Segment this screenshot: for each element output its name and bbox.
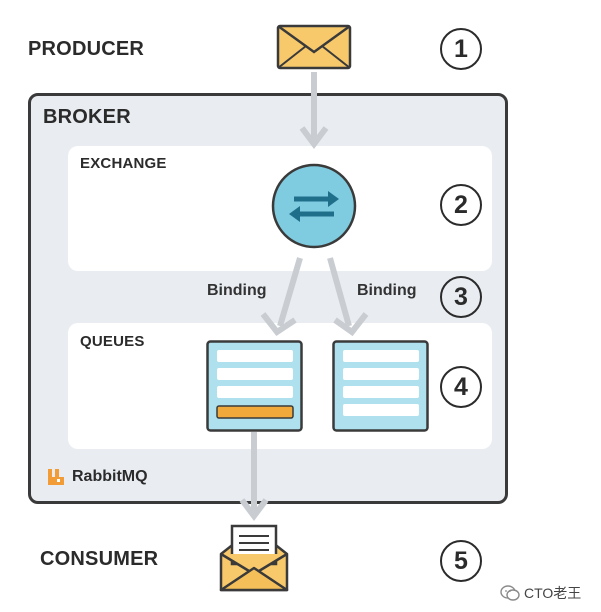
binding-right-label: Binding	[357, 282, 417, 299]
queue-right	[332, 340, 429, 432]
wechat-icon	[500, 585, 520, 601]
queue-message-outgoing	[216, 405, 294, 419]
step-1-badge: 1	[440, 28, 482, 70]
arrow-queue-to-consumer	[239, 432, 269, 521]
queue-message	[343, 350, 419, 362]
broker-label: BROKER	[43, 106, 131, 128]
arrow-exchange-to-queue-left	[260, 257, 303, 337]
open-envelope-icon	[219, 524, 289, 592]
step-5-badge: 5	[440, 540, 482, 582]
step-2-badge: 2	[440, 184, 482, 226]
binding-left-label: Binding	[207, 282, 267, 299]
watermark: CTO老王	[500, 583, 581, 603]
queue-message	[217, 368, 293, 380]
step-4-badge: 4	[440, 366, 482, 408]
queue-message	[343, 368, 419, 380]
producer-label: PRODUCER	[28, 38, 145, 60]
queue-left	[206, 340, 303, 432]
arrow-exchange-to-queue-right	[327, 257, 369, 337]
envelope-icon	[276, 24, 352, 70]
queue-message	[217, 350, 293, 362]
step-3-badge: 3	[440, 276, 482, 318]
rabbitmq-brand-name: RabbitMQ	[72, 468, 148, 485]
rabbitmq-logo-icon	[48, 469, 64, 485]
queue-message	[217, 386, 293, 398]
queue-message	[343, 404, 419, 416]
queue-message	[343, 386, 419, 398]
exchange-label: EXCHANGE	[80, 155, 167, 172]
consumer-label: CONSUMER	[40, 548, 159, 570]
exchange-arrows-icon	[271, 163, 357, 249]
watermark-text: CTO老王	[524, 585, 582, 601]
rabbitmq-brand: RabbitMQ	[46, 467, 148, 487]
queues-label: QUEUES	[80, 333, 145, 350]
arrow-producer-to-exchange	[299, 72, 329, 149]
